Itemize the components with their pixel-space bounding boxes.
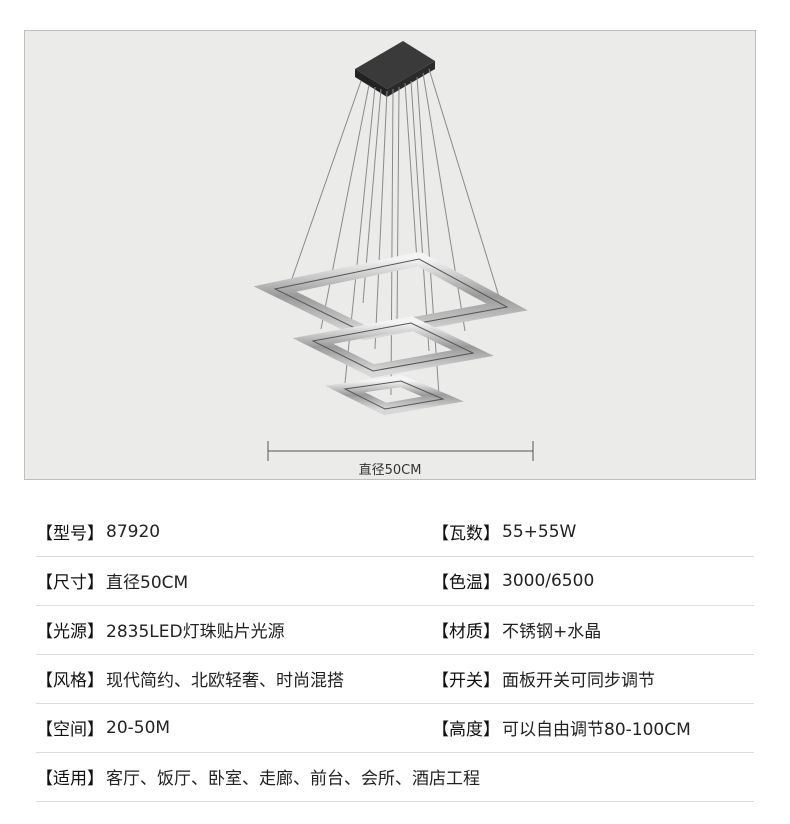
spec-cell: 【空间】20-50M bbox=[36, 704, 170, 751]
spec-value: 55+55W bbox=[502, 521, 577, 542]
spec-cell: 【型号】87920 bbox=[36, 508, 160, 555]
spec-label: 【尺寸】 bbox=[36, 573, 104, 593]
spec-row: 【型号】87920 【瓦数】55+55W bbox=[36, 508, 754, 557]
spec-value: 可以自由调节80-100CM bbox=[502, 720, 691, 740]
product-photo: 直径50CM bbox=[24, 30, 756, 480]
spec-row: 【光源】2835LED灯珠贴片光源 【材质】不锈钢+水晶 bbox=[36, 606, 754, 655]
spec-cell: 【适用】客厅、饭厅、卧室、走廊、前台、会所、酒店工程 bbox=[36, 753, 480, 800]
spec-value: 客厅、饭厅、卧室、走廊、前台、会所、酒店工程 bbox=[106, 769, 480, 789]
spec-cell: 【尺寸】直径50CM bbox=[36, 557, 188, 604]
spec-value: 2835LED灯珠贴片光源 bbox=[106, 622, 285, 642]
spec-cell: 【开关】面板开关可同步调节 bbox=[432, 655, 655, 702]
chandelier-illustration bbox=[253, 41, 534, 461]
spec-table: 【型号】87920 【瓦数】55+55W 【尺寸】直径50CM 【色温】3000/65… bbox=[36, 508, 754, 802]
spec-cell: 【风格】现代简约、北欧轻奢、时尚混搭 bbox=[36, 655, 344, 702]
tier-medium bbox=[292, 316, 494, 378]
spec-label: 【风格】 bbox=[36, 671, 104, 691]
spec-value: 现代简约、北欧轻奢、时尚混搭 bbox=[106, 671, 344, 691]
spec-label: 【开关】 bbox=[432, 671, 500, 691]
spec-value: 直径50CM bbox=[106, 573, 189, 593]
spec-cell: 【光源】2835LED灯珠贴片光源 bbox=[36, 606, 285, 653]
spec-label: 【适用】 bbox=[36, 769, 104, 789]
spec-cell: 【瓦数】55+55W bbox=[432, 508, 576, 555]
spec-row: 【适用】客厅、饭厅、卧室、走廊、前台、会所、酒店工程 bbox=[36, 753, 754, 802]
dimension-label: 直径50CM bbox=[358, 463, 422, 478]
spec-label: 【型号】 bbox=[36, 524, 104, 544]
spec-value: 面板开关可同步调节 bbox=[502, 671, 655, 691]
spec-cell: 【高度】可以自由调节80-100CM bbox=[432, 704, 691, 751]
spec-row: 【空间】20-50M 【高度】可以自由调节80-100CM bbox=[36, 704, 754, 753]
tier-large bbox=[253, 251, 528, 341]
spec-label: 【光源】 bbox=[36, 622, 104, 642]
spec-label: 【色温】 bbox=[432, 573, 500, 593]
spec-value: 不锈钢+水晶 bbox=[502, 622, 602, 642]
spec-value: 20-50M bbox=[106, 717, 171, 738]
spec-row: 【尺寸】直径50CM 【色温】3000/6500 bbox=[36, 557, 754, 606]
tier-small bbox=[325, 374, 464, 416]
dimension-line bbox=[267, 441, 534, 461]
spec-value: 87920 bbox=[106, 521, 161, 542]
spec-label: 【高度】 bbox=[432, 720, 500, 740]
spec-label: 【瓦数】 bbox=[432, 524, 500, 544]
spec-value: 3000/6500 bbox=[502, 570, 595, 591]
spec-label: 【材质】 bbox=[432, 622, 500, 642]
spec-cell: 【色温】3000/6500 bbox=[432, 557, 594, 604]
ceiling-canopy bbox=[355, 41, 435, 97]
spec-label: 【空间】 bbox=[36, 720, 104, 740]
spec-row: 【风格】现代简约、北欧轻奢、时尚混搭 【开关】面板开关可同步调节 bbox=[36, 655, 754, 704]
spec-cell: 【材质】不锈钢+水晶 bbox=[432, 606, 601, 653]
